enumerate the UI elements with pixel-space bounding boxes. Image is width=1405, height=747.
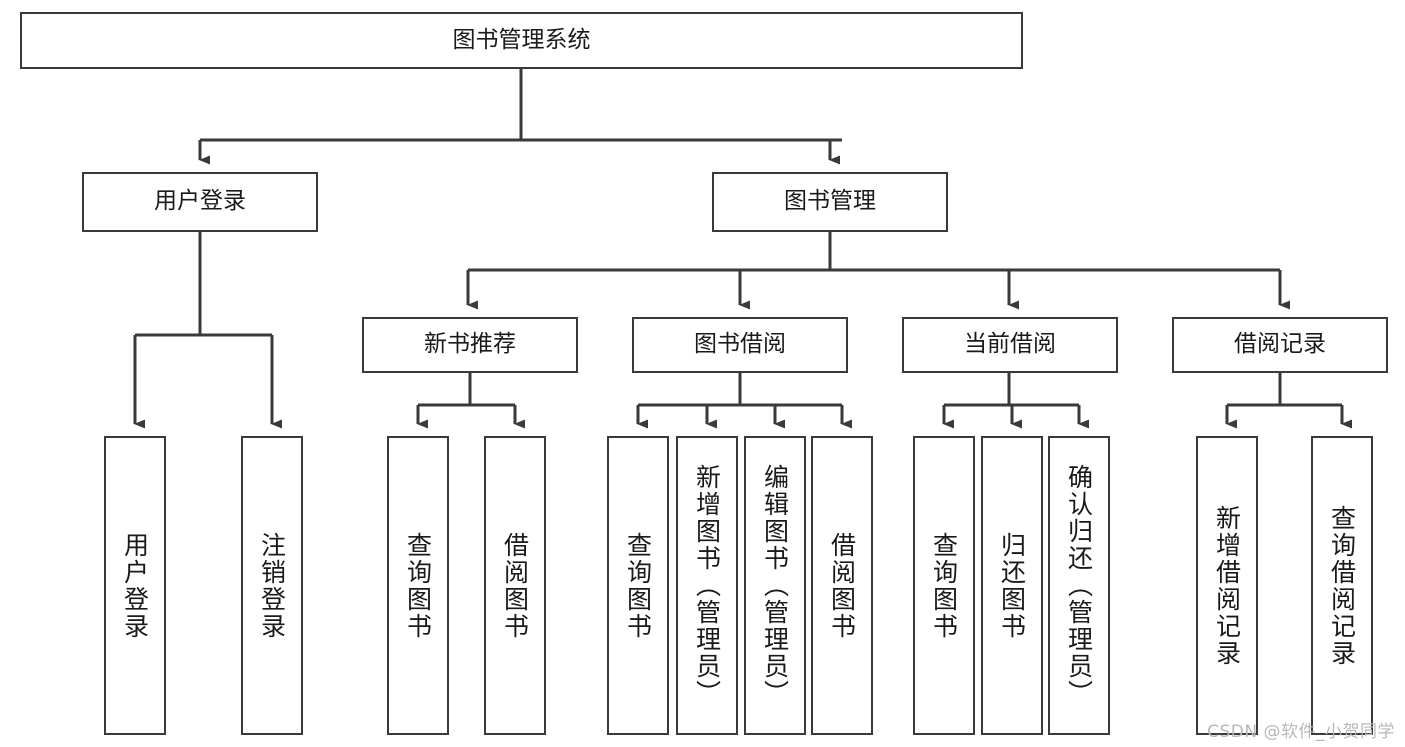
node-label: 注销登录 — [257, 531, 287, 640]
leaf-node[interactable]: 编辑图书（管理员） — [744, 436, 806, 735]
leaf-node[interactable]: 查询图书 — [387, 436, 449, 735]
leaf-node[interactable]: 借阅图书 — [811, 436, 873, 735]
node-label: 当前借阅 — [964, 331, 1056, 358]
node-label: 用户登录 — [120, 531, 150, 640]
node-label: 查询图书 — [623, 531, 653, 640]
node-borrow-record[interactable]: 借阅记录 — [1172, 317, 1388, 373]
node-label: 图书管理 — [784, 188, 876, 215]
leaf-node[interactable]: 用户登录 — [104, 436, 166, 735]
node-label: 借阅记录 — [1234, 331, 1326, 358]
leaf-node[interactable]: 归还图书 — [981, 436, 1043, 735]
leaf-node[interactable]: 新增图书（管理员） — [676, 436, 738, 735]
node-label: 用户登录 — [154, 188, 246, 215]
node-label: 归还图书 — [997, 531, 1027, 640]
node-root-system[interactable]: 图书管理系统 — [20, 12, 1023, 69]
node-current-borrow[interactable]: 当前借阅 — [902, 317, 1118, 373]
node-label: 查询借阅记录 — [1327, 504, 1357, 667]
node-label: 编辑图书（管理员） — [760, 464, 790, 707]
node-label: 借阅图书 — [500, 531, 530, 640]
node-book-management[interactable]: 图书管理 — [712, 172, 948, 232]
node-label: 图书借阅 — [694, 331, 786, 358]
node-label: 查询图书 — [929, 531, 959, 640]
node-book-borrow[interactable]: 图书借阅 — [632, 317, 848, 373]
node-new-book-recommend[interactable]: 新书推荐 — [362, 317, 578, 373]
node-label: 确认归还（管理员） — [1064, 464, 1094, 707]
leaf-node[interactable]: 查询图书 — [913, 436, 975, 735]
node-label: 查询图书 — [403, 531, 433, 640]
node-label: 新增借阅记录 — [1212, 504, 1242, 667]
leaf-node[interactable]: 新增借阅记录 — [1196, 436, 1258, 735]
leaf-node[interactable]: 查询图书 — [607, 436, 669, 735]
leaf-node[interactable]: 注销登录 — [241, 436, 303, 735]
node-label: 新书推荐 — [424, 331, 516, 358]
node-label: 新增图书（管理员） — [692, 464, 722, 707]
node-user-login[interactable]: 用户登录 — [82, 172, 318, 232]
leaf-node[interactable]: 借阅图书 — [484, 436, 546, 735]
leaf-node[interactable]: 确认归还（管理员） — [1048, 436, 1110, 735]
node-label: 借阅图书 — [827, 531, 857, 640]
leaf-node[interactable]: 查询借阅记录 — [1311, 436, 1373, 735]
node-label: 图书管理系统 — [452, 26, 591, 53]
